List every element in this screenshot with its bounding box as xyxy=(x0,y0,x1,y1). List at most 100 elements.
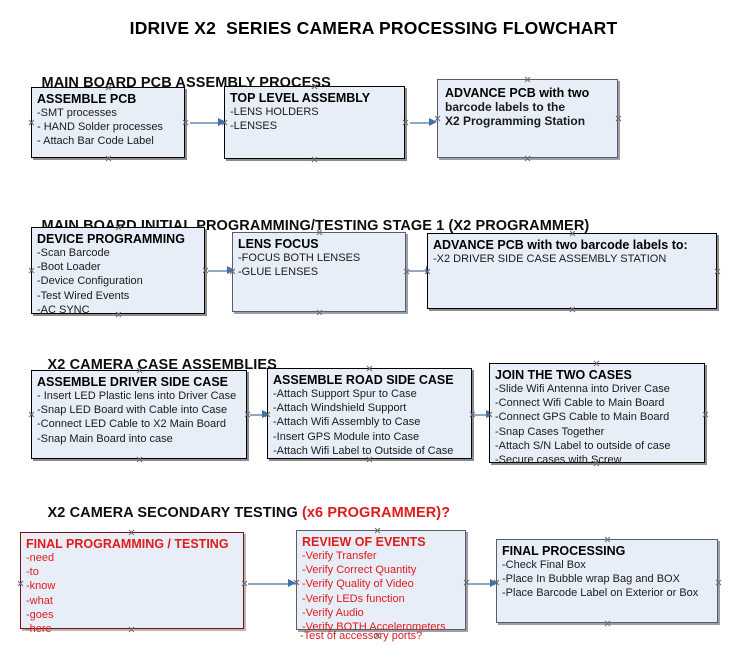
flow-box-body: ASSEMBLE DRIVER SIDE CASE - Insert LED P… xyxy=(37,375,243,446)
list-item: -Place In Bubble wrap Bag and BOX xyxy=(502,573,680,586)
arrow-shaft xyxy=(408,270,427,272)
section-heading-red-suffix: (x6 PROGRAMMER)? xyxy=(301,505,451,521)
list-item: -Check Final Box xyxy=(502,559,586,571)
arrow-head-icon xyxy=(288,579,296,587)
section-heading-text: X2 CAMERA CASE ASSEMBLIES xyxy=(47,357,277,373)
flow-box-body: ASSEMBLE PCB -SMT processes - HAND Solde… xyxy=(37,92,181,149)
flow-box-final-processing[interactable]: FINAL PROCESSING -Check Final Box -Place… xyxy=(496,539,718,623)
flow-box-items: -FOCUS BOTH LENSES -GLUE LENSES xyxy=(238,251,402,279)
list-item: -LENS HOLDERS xyxy=(230,106,319,118)
connector-arrow xyxy=(208,266,235,275)
flow-box-assemble-road-side-case[interactable]: ASSEMBLE ROAD SIDE CASE -Attach Support … xyxy=(267,368,472,459)
list-item: -Attach Wifi Label to Outside of Case xyxy=(273,444,454,457)
flow-box-body: LENS FOCUS -FOCUS BOTH LENSES -GLUE LENS… xyxy=(238,237,402,279)
flow-box-overflow-item: -Test of accessory ports? xyxy=(300,630,423,642)
flow-box-advance-pcb-programming-station[interactable]: ADVANCE PCB with two barcode labels to t… xyxy=(437,79,618,158)
flow-box-items: -SMT processes - HAND Solder processes -… xyxy=(37,106,181,149)
list-item: -what xyxy=(26,594,53,607)
arrow-shaft xyxy=(468,583,491,585)
list-item: -Verify Transfer xyxy=(302,550,377,562)
flow-box-title: LENS FOCUS xyxy=(238,237,319,251)
flow-box-items: barcode labels to the X2 Programming Sta… xyxy=(445,100,614,128)
list-item: -Verify Quality of Video xyxy=(302,578,414,591)
flow-box-assemble-driver-side-case[interactable]: ASSEMBLE DRIVER SIDE CASE - Insert LED P… xyxy=(31,370,247,459)
list-item: -LENSES xyxy=(230,120,278,133)
list-item: -goes xyxy=(26,608,54,621)
flow-box-title: REVIEW OF EVENTS xyxy=(302,535,426,549)
flow-box-lens-focus[interactable]: LENS FOCUS -FOCUS BOTH LENSES -GLUE LENS… xyxy=(232,232,406,312)
list-item: -here xyxy=(26,623,52,636)
list-item: -Insert GPS Module into Case xyxy=(273,430,420,443)
flow-box-title: FINAL PROCESSING xyxy=(502,544,626,558)
list-item: -SMT processes xyxy=(37,107,117,119)
flow-box-body: ASSEMBLE ROAD SIDE CASE -Attach Support … xyxy=(273,373,468,458)
list-item: -Slide Wifi Antenna into Driver Case xyxy=(495,383,670,395)
flow-box-advance-pcb-driver-side-station[interactable]: ADVANCE PCB with two barcode labels to: … xyxy=(427,233,717,309)
flow-box-join-the-two-cases[interactable]: JOIN THE TWO CASES -Slide Wifi Antenna i… xyxy=(489,363,705,466)
flow-box-device-programming[interactable]: DEVICE PROGRAMMING -Scan Barcode -Boot L… xyxy=(31,227,205,317)
flow-box-body: DEVICE PROGRAMMING -Scan Barcode -Boot L… xyxy=(37,232,201,317)
list-item: - HAND Solder processes xyxy=(37,121,163,134)
list-item: -Snap Main Board into case xyxy=(37,432,173,445)
flow-box-items: -Attach Support Spur to Case -Attach Win… xyxy=(273,387,468,458)
list-item: -Boot Loader xyxy=(37,261,101,274)
arrow-head-icon xyxy=(490,579,498,587)
connector-arrow xyxy=(250,410,270,419)
flow-box-items: -Verify Transfer -Verify Correct Quantit… xyxy=(302,549,462,634)
section-heading-text: X2 CAMERA SECONDARY TESTING xyxy=(47,505,302,521)
flow-box-items: -need -to -know -what -goes -here xyxy=(26,551,240,636)
arrow-shaft xyxy=(190,122,219,124)
list-item: -Scan Barcode xyxy=(37,247,110,259)
list-item: - Insert LED Plastic lens into Driver Ca… xyxy=(37,390,237,402)
flow-box-body: TOP LEVEL ASSEMBLY -LENS HOLDERS -LENSES xyxy=(230,91,401,133)
arrow-shaft xyxy=(410,122,430,124)
list-item: -Place Barcode Label on Exterior or Box xyxy=(502,587,699,600)
arrow-shaft xyxy=(474,414,487,416)
arrow-head-icon xyxy=(262,410,270,418)
connector-arrow xyxy=(248,579,296,588)
flow-box-final-programming-testing[interactable]: FINAL PROGRAMMING / TESTING -need -to -k… xyxy=(20,532,244,635)
flow-box-assemble-pcb[interactable]: ASSEMBLE PCB -SMT processes - HAND Solde… xyxy=(31,87,185,158)
flow-box-body: FINAL PROGRAMMING / TESTING -need -to -k… xyxy=(26,537,240,636)
arrow-shaft xyxy=(250,414,263,416)
flow-box-body: FINAL PROCESSING -Check Final Box -Place… xyxy=(502,544,714,601)
list-item: -know xyxy=(26,580,56,593)
flow-box-items: -LENS HOLDERS -LENSES xyxy=(230,105,401,133)
list-item: -Test Wired Events xyxy=(37,289,130,302)
list-item: X2 Programming Station xyxy=(445,114,586,129)
connector-arrow xyxy=(410,118,437,127)
list-item: -FOCUS BOTH LENSES xyxy=(238,252,361,264)
list-item: -Snap Cases Together xyxy=(495,425,605,438)
flow-box-body: ADVANCE PCB with two barcode labels to: … xyxy=(433,238,713,266)
list-item: -AC SYNC xyxy=(37,303,90,316)
list-item: -Verify Audio xyxy=(302,606,364,619)
flow-box-top-level-assembly[interactable]: TOP LEVEL ASSEMBLY -LENS HOLDERS -LENSES xyxy=(224,86,405,159)
flow-box-items: -X2 DRIVER SIDE CASE ASSEMBLY STATION xyxy=(433,252,713,266)
list-item: barcode labels to the xyxy=(445,100,566,114)
section-heading-x2-camera-secondary-testing: X2 CAMERA SECONDARY TESTING (x6 PROGRAMM… xyxy=(31,489,451,537)
flow-box-title: ASSEMBLE DRIVER SIDE CASE xyxy=(37,375,229,389)
flow-box-title: FINAL PROGRAMMING / TESTING xyxy=(26,537,229,551)
arrow-head-icon xyxy=(227,266,235,274)
list-item: -Attach Windshield Support xyxy=(273,402,407,415)
list-item: -need xyxy=(26,552,55,564)
arrow-shaft xyxy=(208,270,228,272)
list-item: -Verify LEDs function xyxy=(302,592,405,605)
list-item: -Verify BOTH Accelerometers xyxy=(302,621,446,634)
flow-box-review-of-events[interactable]: REVIEW OF EVENTS -Verify Transfer -Verif… xyxy=(296,530,466,633)
list-item: -to xyxy=(26,566,39,579)
flow-box-body: REVIEW OF EVENTS -Verify Transfer -Verif… xyxy=(302,535,462,634)
list-item: -Device Configuration xyxy=(37,275,143,288)
list-item: -Connect Wifi Cable to Main Board xyxy=(495,397,665,410)
list-item: -Connect GPS Cable to Main Board xyxy=(495,411,670,424)
list-item: -Attach S/N Label to outside of case xyxy=(495,439,671,452)
flow-box-title: ADVANCE PCB with two xyxy=(445,86,590,100)
flow-box-title: DEVICE PROGRAMMING xyxy=(37,232,185,246)
list-item: - Attach Bar Code Label xyxy=(37,135,154,148)
list-item: -Secure cases with Screw xyxy=(495,454,622,467)
flow-box-items: - Insert LED Plastic lens into Driver Ca… xyxy=(37,389,243,446)
list-item: -Snap LED Board with Cable into Case xyxy=(37,404,228,417)
arrow-head-icon xyxy=(429,118,437,126)
flow-box-body: JOIN THE TWO CASES -Slide Wifi Antenna i… xyxy=(495,368,701,467)
